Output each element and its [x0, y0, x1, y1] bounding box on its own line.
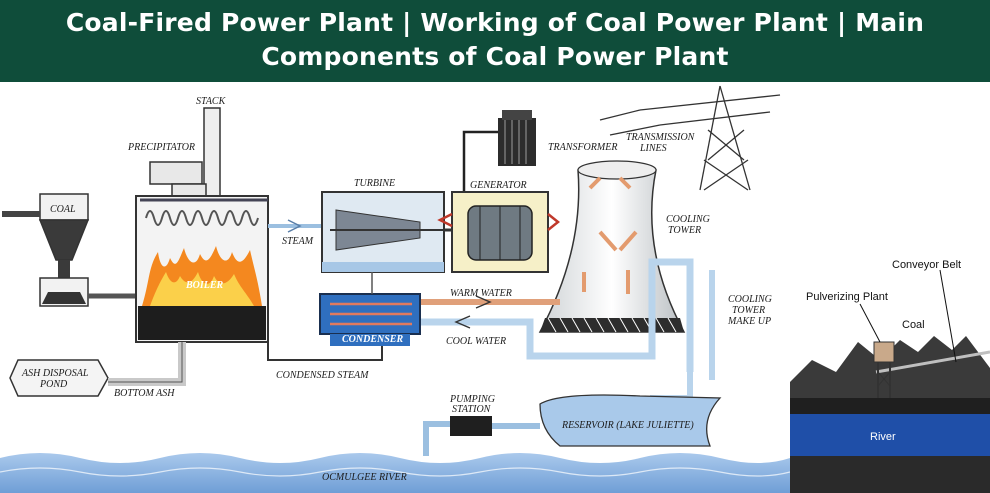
inset-label-conveyor: Conveyor Belt [892, 259, 961, 271]
condenser [319, 293, 421, 346]
makeup-pipe-to-reservoir [650, 372, 693, 401]
title-line-1: Coal-Fired Power Plant | Working of Coal… [65, 8, 925, 37]
boiler [135, 195, 269, 343]
inset-label-pulverizing: Pulverizing Plant [806, 291, 888, 303]
label-transformer: TRANSFORMER [548, 142, 617, 153]
label-stack: STACK [196, 96, 227, 107]
transmission-tower [599, 85, 781, 191]
coal-handling-inset [790, 236, 990, 493]
bottom-ash-pipe [108, 342, 186, 386]
label-ash-pond-2: POND [39, 379, 68, 390]
turbine [321, 191, 445, 273]
label-warm-water: WARM WATER [450, 288, 512, 299]
label-coal: COAL [50, 204, 76, 215]
transformer [498, 110, 536, 166]
label-condenser: CONDENSER [342, 334, 403, 345]
reservoir [539, 394, 722, 447]
label-condensed-steam: CONDENSED STEAM [276, 370, 369, 381]
label-reservoir: RESERVOIR (LAKE JULIETTE) [561, 420, 694, 431]
power-plant-diagram: STACK PRECIPITATOR COAL BOILER TURBINE G… [0, 85, 990, 493]
pumping-station [423, 416, 540, 456]
label-precipitator: PRECIPITATOR [127, 142, 195, 153]
cool-water-pipe [420, 258, 694, 372]
ash-disposal-pond [9, 359, 109, 397]
cooling-tower [538, 160, 686, 333]
label-cooling-tower-2: TOWER [668, 225, 701, 236]
title-line-2: Components of Coal Power Plant [261, 42, 729, 71]
label-steam: STEAM [282, 236, 314, 247]
precipitator [149, 161, 207, 199]
inset-label-river: River [870, 431, 896, 443]
ocmulgee-river [0, 453, 791, 493]
inset-label-coal: Coal [902, 319, 925, 331]
bottom-ash-pipe-outline [108, 342, 183, 383]
label-river: OCMULGEE RIVER [322, 472, 407, 483]
label-makeup-3: MAKE UP [727, 316, 771, 327]
label-transmission-1: TRANSMISSION [626, 132, 696, 143]
label-ash-pond-1: ASH DISPOSAL [21, 368, 89, 379]
label-generator: GENERATOR [470, 180, 527, 191]
label-makeup-2: TOWER [732, 305, 765, 316]
power-line [462, 130, 498, 195]
warm-water-arrow [475, 295, 492, 309]
label-cool-water: COOL WATER [446, 336, 506, 347]
coal-hopper [38, 193, 90, 307]
label-boiler: BOILER [185, 280, 224, 291]
cool-water-arrow [454, 315, 471, 329]
title-banner: Coal-Fired Power Plant | Working of Coal… [0, 0, 990, 82]
label-bottom-ash: BOTTOM ASH [114, 388, 175, 399]
condensed-steam-pipe [267, 316, 383, 361]
label-pumping-2: STATION [452, 404, 492, 415]
label-turbine: TURBINE [354, 178, 395, 189]
label-pumping-1: PUMPING [449, 394, 495, 405]
generator [437, 191, 561, 273]
steam-arrow [287, 219, 302, 233]
label-cooling-tower-1: COOLING [666, 214, 710, 225]
label-transmission-2: LINES [639, 143, 667, 154]
label-makeup-1: COOLING [728, 294, 772, 305]
